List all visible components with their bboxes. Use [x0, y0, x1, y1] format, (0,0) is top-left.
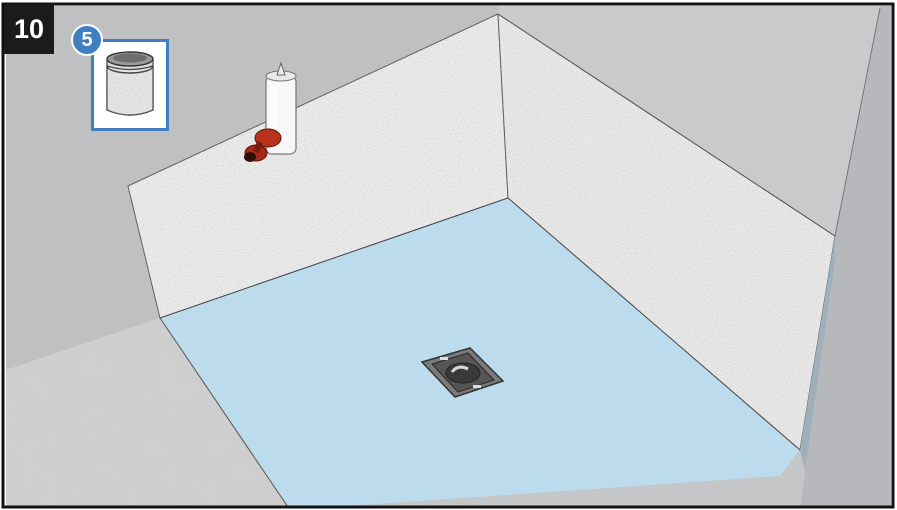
tile-adhesive-bucket-icon	[94, 42, 166, 128]
callout-number-badge: 5	[71, 24, 103, 56]
step-number-badge: 10	[4, 4, 54, 54]
callout-box	[91, 39, 169, 131]
